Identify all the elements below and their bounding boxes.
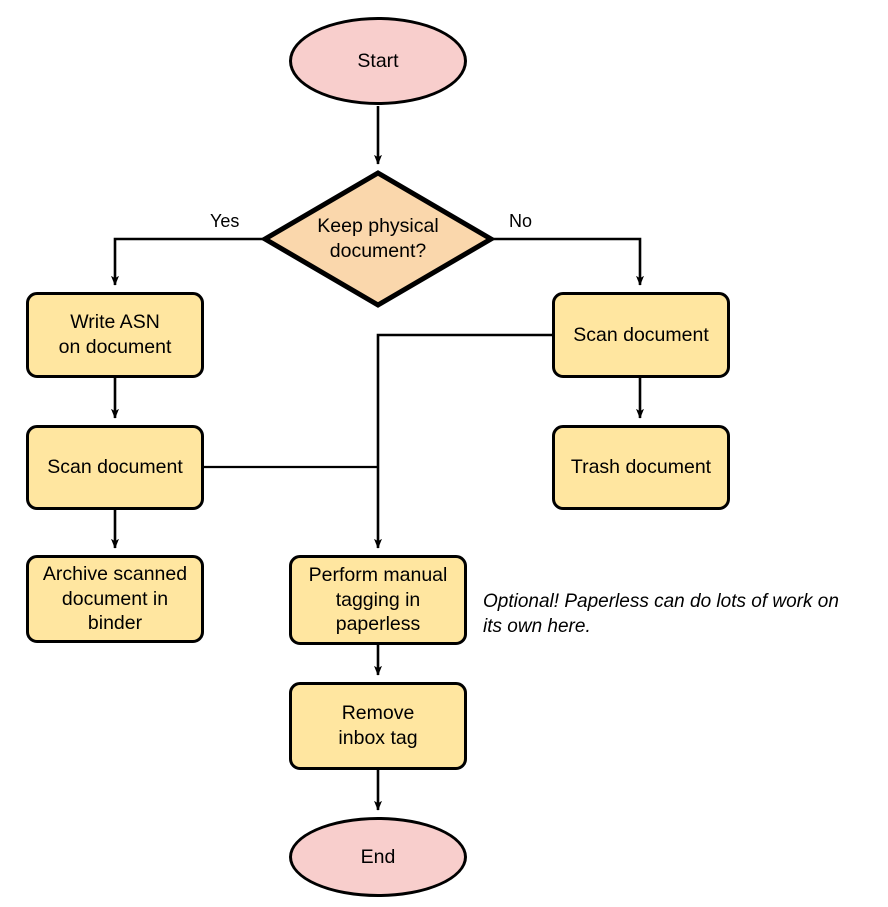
node-scan-document-left-label: Scan document <box>47 456 183 479</box>
node-write-asn-label: Write ASN on document <box>58 311 172 358</box>
node-trash-document-label: Trash document <box>570 456 712 479</box>
node-scan-document-right[interactable]: Scan document <box>552 292 730 378</box>
node-scan-document-right-label: Scan document <box>573 323 709 346</box>
annotation-optional-note: Optional! Paperless can do lots of work … <box>483 591 839 638</box>
node-decision-label: Keep physical document? <box>317 215 439 262</box>
node-trash-document[interactable]: Trash document <box>552 425 730 510</box>
edge-scan-right-to-tagging <box>374 333 552 549</box>
node-start[interactable]: Start <box>289 17 467 105</box>
node-remove-inbox-tag-label: Remove inbox tag <box>338 702 418 749</box>
node-archive-label: Archive scanned document in binder <box>42 562 188 635</box>
node-decision-keep-physical-document[interactable]: Keep physical document? <box>262 170 494 308</box>
node-end[interactable]: End <box>289 817 467 897</box>
node-archive-scanned-document[interactable]: Archive scanned document in binder <box>26 555 204 643</box>
node-end-label: End <box>360 845 396 868</box>
node-write-asn-on-document[interactable]: Write ASN on document <box>26 292 204 378</box>
node-remove-inbox-tag[interactable]: Remove inbox tag <box>289 682 467 770</box>
edge-decision-yes-to-write-asn <box>111 237 263 286</box>
edge-label-yes: Yes <box>210 211 240 231</box>
edge-label-no: No <box>509 211 533 231</box>
node-start-label: Start <box>357 49 399 72</box>
node-scan-document-left[interactable]: Scan document <box>26 425 204 510</box>
node-perform-manual-tagging[interactable]: Perform manual tagging in paperless <box>289 555 467 645</box>
edge-decision-no-to-scan-right <box>493 237 644 286</box>
node-perform-manual-tagging-label: Perform manual tagging in paperless <box>308 563 448 636</box>
diamond-shape <box>262 170 494 308</box>
